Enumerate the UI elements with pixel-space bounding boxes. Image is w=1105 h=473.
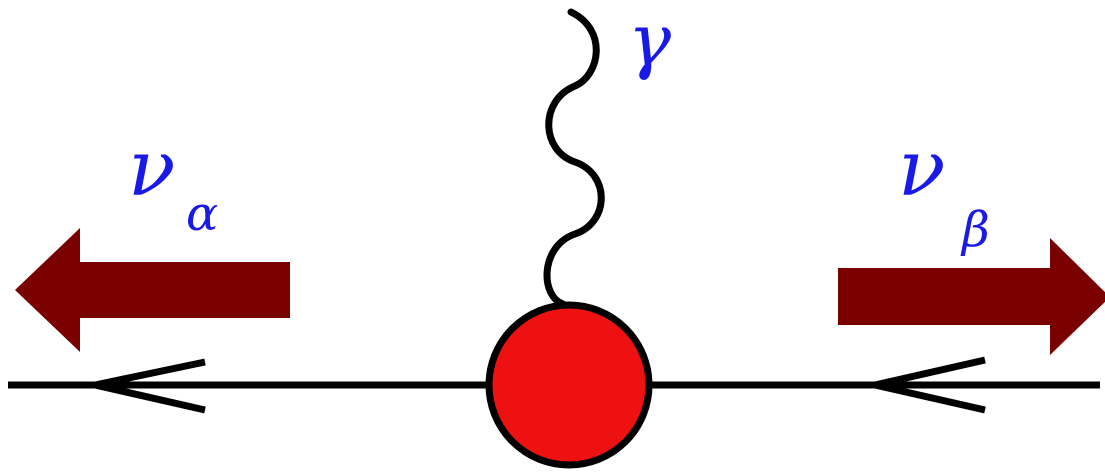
right-neutrino-label: ν [898, 124, 946, 214]
right-line-arrowhead [874, 356, 986, 414]
right-momentum-arrow [838, 238, 1105, 355]
left-momentum-arrow [15, 228, 290, 352]
vertex-circle [485, 301, 653, 469]
left-neutrino-index: α [186, 186, 219, 242]
photon-label: γ [628, 0, 672, 82]
left-neutrino-label: ν [128, 124, 176, 214]
right-neutrino-index: β [962, 202, 990, 258]
photon-line [543, 8, 605, 308]
left-line-arrowhead [94, 358, 206, 414]
